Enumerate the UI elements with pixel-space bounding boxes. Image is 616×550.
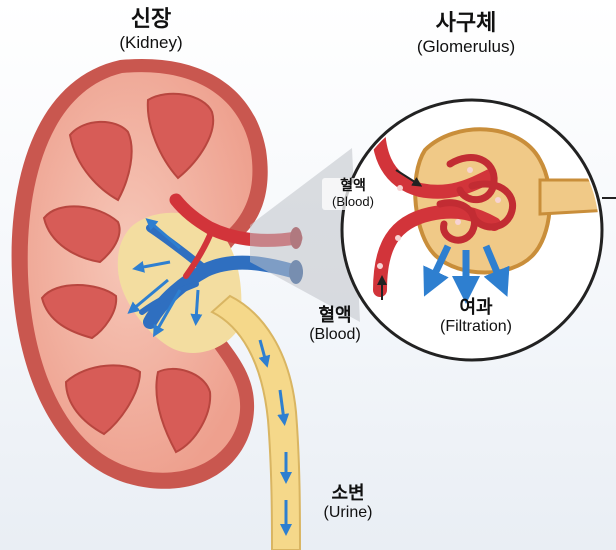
label-kidney: 신장 (Kidney) xyxy=(106,7,196,52)
renal-pyramid xyxy=(64,364,142,436)
label-glomerulus-ko: 사구체 xyxy=(435,11,497,36)
label-blood-main-ko: 혈액 xyxy=(318,305,352,326)
label-kidney-ko: 신장 xyxy=(130,7,172,32)
glomerulus-zoom xyxy=(340,98,616,362)
renal-pyramid xyxy=(68,120,133,202)
label-filtration: 여과 (Filtration) xyxy=(416,297,536,336)
label-kidney-en: (Kidney) xyxy=(119,32,183,52)
label-blood-zoom-en: (Blood) xyxy=(332,193,374,209)
flow-arrows xyxy=(127,218,292,536)
renal-pyramid xyxy=(40,284,118,340)
renal-pyramid xyxy=(146,92,215,180)
renal-pyramid xyxy=(155,367,212,454)
renal-pyramid xyxy=(42,205,121,264)
filtration-arrows xyxy=(423,244,510,304)
label-glomerulus: 사구체 (Glomerulus) xyxy=(396,11,536,56)
kidney xyxy=(11,58,303,550)
label-urine-ko: 소변 xyxy=(331,483,365,504)
renal-pyramids xyxy=(40,92,215,454)
label-filtration-en: (Filtration) xyxy=(439,318,512,336)
label-filtration-ko: 여과 xyxy=(459,297,493,318)
label-blood-main-en: (Blood) xyxy=(309,326,361,344)
label-urine-en: (Urine) xyxy=(323,504,373,522)
label-urine: 소변 (Urine) xyxy=(306,483,390,522)
label-blood-zoom: 혈액 (Blood) xyxy=(322,178,384,211)
label-blood-zoom-ko: 혈액 xyxy=(340,178,366,194)
label-glomerulus-en: (Glomerulus) xyxy=(416,36,516,56)
label-blood-main: 혈액 (Blood) xyxy=(294,305,376,344)
